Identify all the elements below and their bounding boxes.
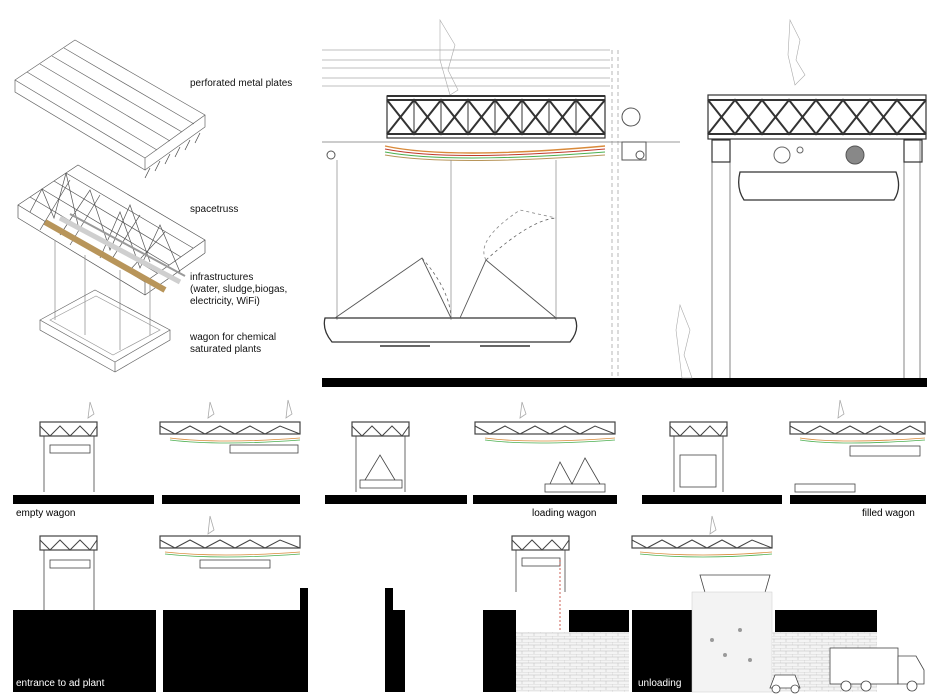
panel-filled-side [789, 399, 926, 493]
front-section-drawing [675, 18, 927, 379]
axonometric-exploded-view [14, 39, 206, 373]
infrastructure-pipes-drawing [43, 213, 186, 293]
perforated-plates-drawing [14, 39, 206, 179]
label-loading-wagon: loading wagon [532, 508, 597, 519]
label-infrastructures-detail-1: (water, sludge,biogas, [190, 284, 288, 295]
side-section-drawing [322, 18, 680, 380]
ground-slab-top-middle [322, 378, 927, 387]
panel-empty-side [159, 399, 301, 454]
label-spacetruss: spacetruss [190, 204, 239, 215]
label-infrastructures: infrastructures [190, 272, 254, 283]
spacetruss-drawing [17, 164, 206, 296]
panel-entrance-front [39, 535, 98, 610]
panel-loading-side [474, 401, 616, 493]
unloading-pit [516, 591, 877, 693]
row1-panels [39, 399, 926, 493]
panel-empty-front [39, 401, 98, 492]
row1-ground [13, 495, 926, 504]
panel-unloading-front [511, 535, 570, 640]
label-empty-wagon: empty wagon [16, 508, 76, 519]
panel-entrance-side [159, 515, 301, 569]
row2-ground [13, 588, 877, 692]
label-unloading: unloading [638, 678, 682, 689]
wagon-drawing [39, 289, 171, 373]
label-filled-wagon: filled wagon [862, 508, 915, 519]
label-wagon-1: wagon for chemical [190, 332, 277, 343]
label-wagon-2: saturated plants [190, 344, 262, 355]
panel-loading-front [351, 421, 410, 492]
label-infrastructures-detail-2: electricity, WiFi) [190, 296, 260, 307]
label-perforated-plates: perforated metal plates [190, 78, 293, 89]
truck-drawing [769, 647, 925, 694]
panel-filled-front [669, 421, 728, 492]
label-entrance-ad-plant: entrance to ad plant [16, 678, 105, 689]
